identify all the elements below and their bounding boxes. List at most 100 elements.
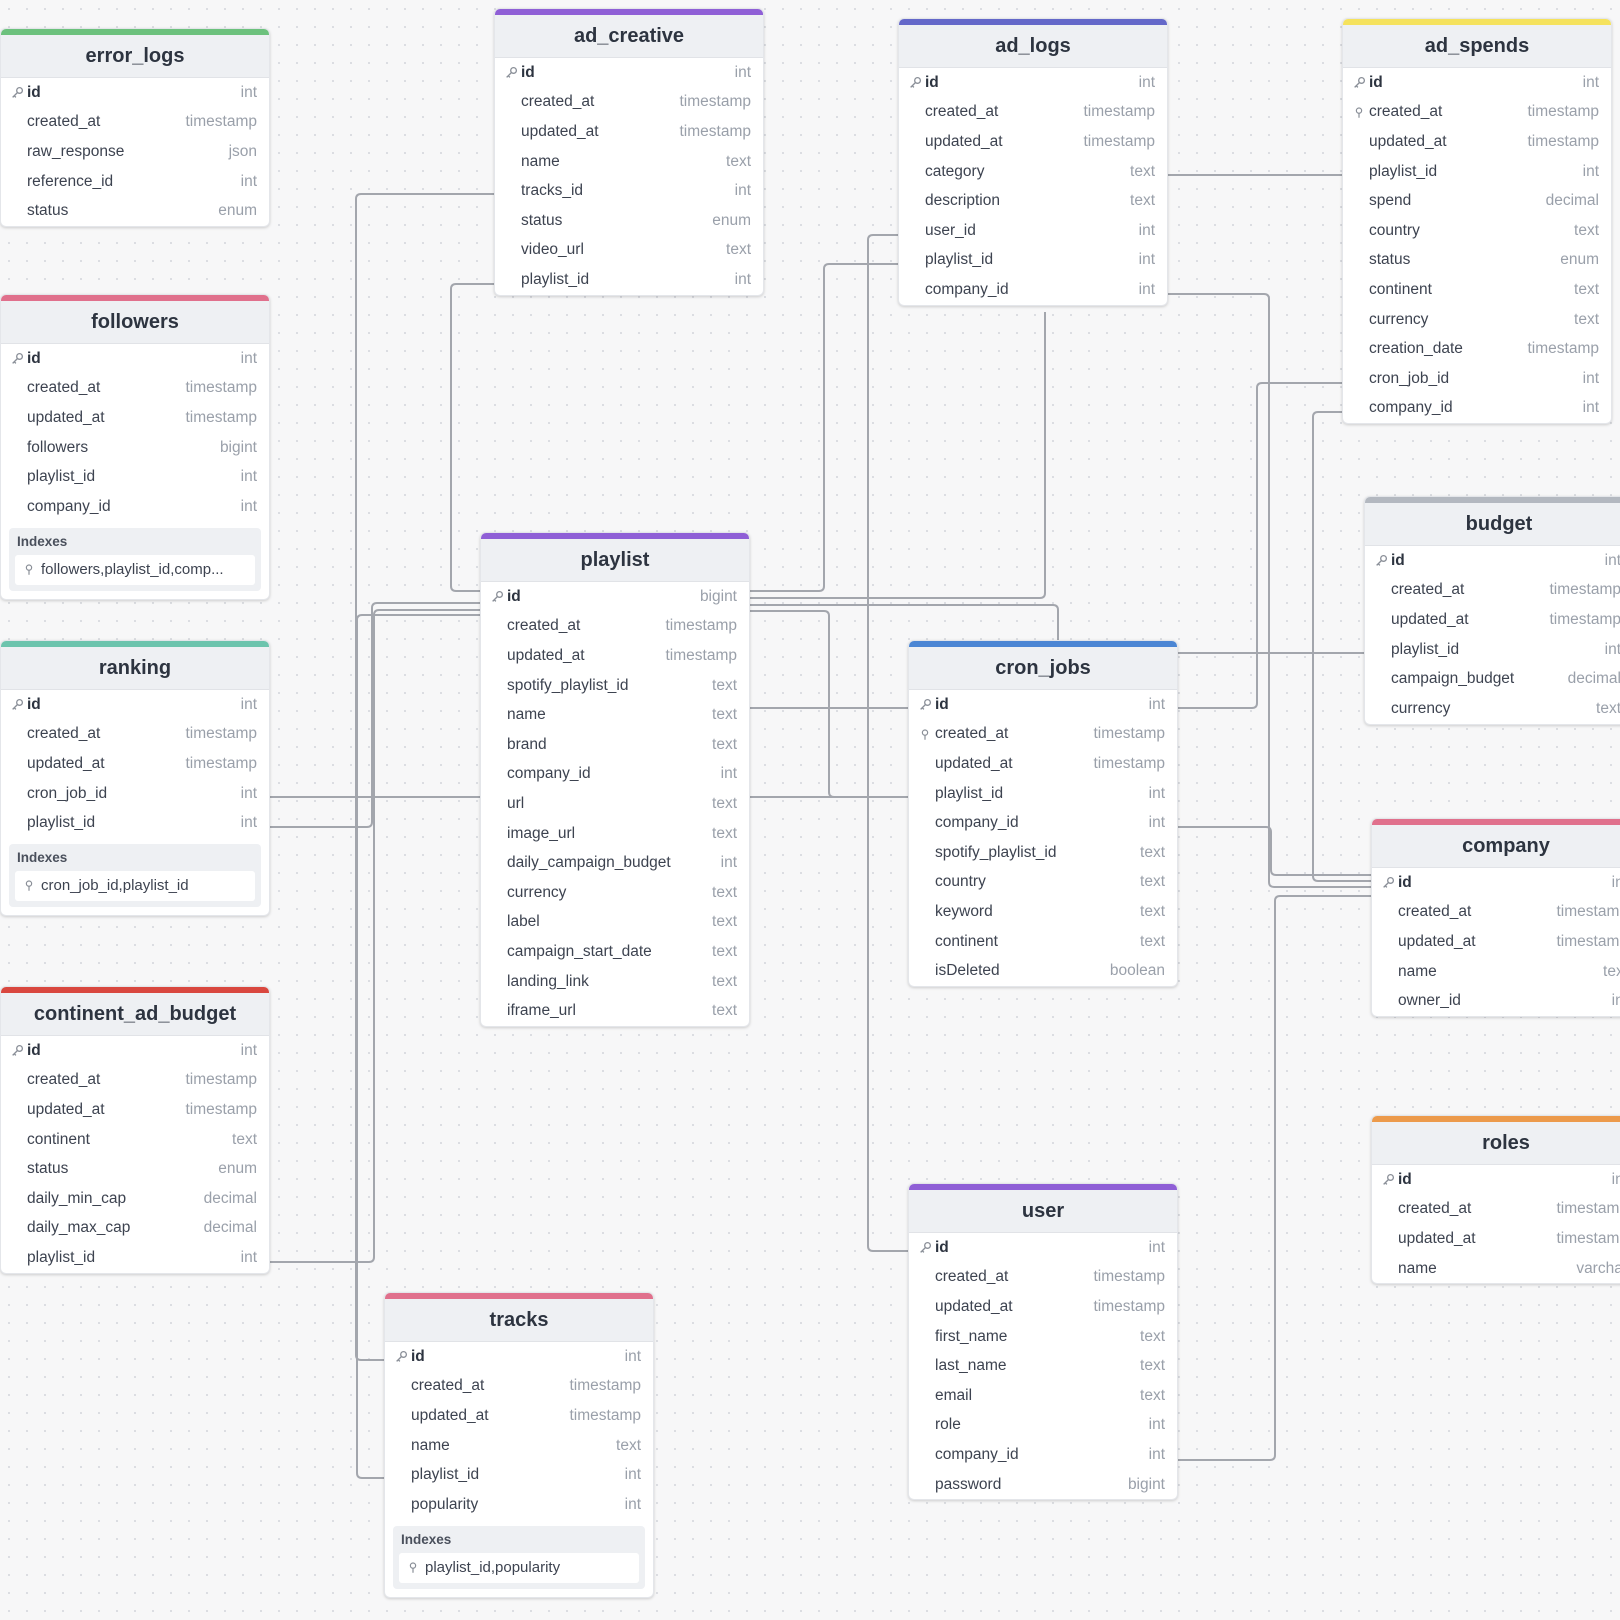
field-row[interactable]: namevarchar bbox=[1372, 1254, 1620, 1284]
relation-line[interactable] bbox=[748, 263, 898, 592]
relation-line[interactable] bbox=[1176, 826, 1371, 876]
table-roles[interactable]: rolesidintcreated_attimestampupdated_att… bbox=[1371, 1115, 1620, 1285]
table-title[interactable]: ranking bbox=[1, 647, 269, 690]
relation-line[interactable] bbox=[450, 283, 494, 592]
table-title[interactable]: ad_logs bbox=[899, 25, 1167, 68]
table-title[interactable]: user bbox=[909, 1190, 1177, 1233]
relation-line[interactable] bbox=[355, 193, 494, 1361]
index-item[interactable]: followers,playlist_id,comp... bbox=[15, 554, 255, 585]
table-title[interactable]: cron_jobs bbox=[909, 647, 1177, 690]
table-title[interactable]: tracks bbox=[385, 1299, 653, 1342]
table-title[interactable]: playlist bbox=[481, 539, 749, 582]
relation-line[interactable] bbox=[268, 602, 480, 828]
relation-line[interactable] bbox=[748, 312, 1046, 599]
relation-line[interactable] bbox=[1166, 293, 1371, 888]
table-title[interactable]: error_logs bbox=[1, 35, 269, 78]
table-title[interactable]: budget bbox=[1365, 503, 1620, 546]
table-title[interactable]: roles bbox=[1372, 1122, 1620, 1165]
table-title[interactable]: ad_creative bbox=[495, 15, 763, 58]
relation-line[interactable] bbox=[867, 234, 908, 1252]
index-item[interactable]: cron_job_id,playlist_id bbox=[15, 870, 255, 901]
table-title[interactable]: followers bbox=[1, 301, 269, 344]
table-title[interactable]: ad_spends bbox=[1343, 25, 1611, 68]
relation-line[interactable] bbox=[268, 609, 480, 1263]
